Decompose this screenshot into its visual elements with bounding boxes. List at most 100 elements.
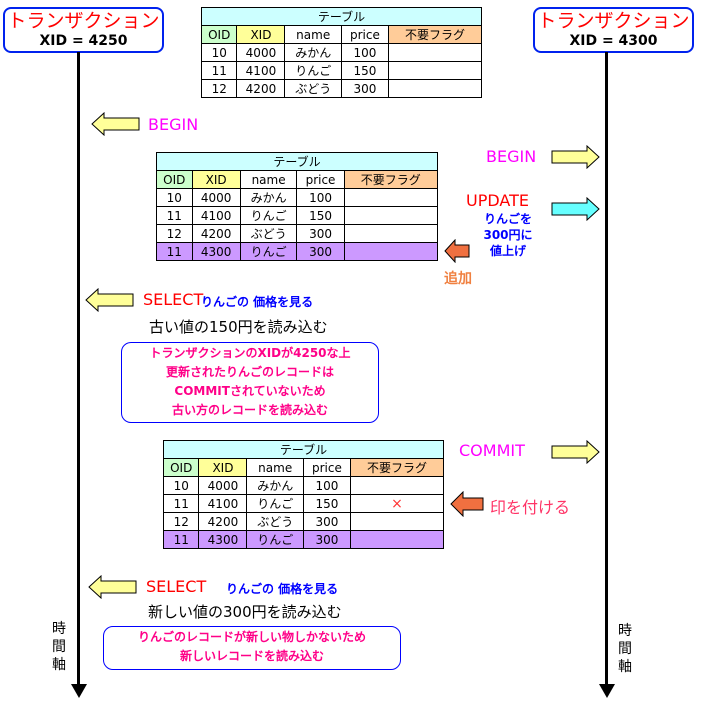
table-cell: りんご [284, 61, 342, 80]
table-cell [387, 43, 483, 62]
column-header: price [296, 170, 345, 189]
left-transaction-title: トランザクション [7, 10, 160, 32]
column-header: name [284, 25, 342, 44]
left-timeline-arrowhead-icon [71, 684, 87, 698]
column-header: 不要フラグ [343, 170, 439, 189]
select2-command: SELECT [146, 577, 207, 596]
column-header: price [340, 25, 389, 44]
table-cell: 300 [296, 242, 345, 261]
table-cell: 4000 [236, 43, 286, 62]
column-header: XID [236, 25, 286, 44]
table-title: テーブル [201, 7, 482, 26]
table-cell: 4200 [191, 224, 241, 243]
table-cell [349, 530, 445, 549]
begin-right-label: BEGIN [486, 147, 537, 166]
table-cell: ぶどう [284, 79, 342, 98]
update-note: りんごを 300円に値上げ [470, 211, 546, 259]
begin-left-label: BEGIN [148, 115, 199, 134]
axis-char: 軸 [618, 659, 632, 675]
column-header: price [302, 458, 351, 477]
right-timeline [605, 52, 608, 688]
table-cell: 4000 [191, 188, 241, 207]
table-cell: 4100 [191, 206, 241, 225]
table-cell: 11 [162, 494, 200, 513]
table-cell: 100 [296, 188, 345, 207]
table-cell [387, 61, 483, 80]
column-header: OID [162, 458, 200, 477]
axis-char: 軸 [52, 657, 66, 673]
left-transaction-xid: XID = 4250 [39, 33, 128, 49]
right-time-axis-label: 時間軸 [617, 622, 633, 676]
table-cell: ぶどう [239, 224, 298, 243]
table-cell: 100 [340, 43, 389, 62]
table-cell: 300 [340, 79, 389, 98]
table-cell: みかん [246, 476, 304, 495]
select1-command: SELECT [143, 290, 204, 309]
left-timeline [77, 52, 80, 688]
select2-description: りんごの 価格を見る [226, 582, 339, 596]
table-cell: 150 [340, 61, 389, 80]
table-cell: 4000 [198, 476, 248, 495]
axis-char: 間 [618, 641, 632, 657]
table-cell: 4100 [198, 494, 248, 513]
column-header: OID [156, 170, 193, 189]
table-cell: 11 [156, 242, 193, 261]
right-arrow-icon [551, 440, 600, 464]
note-line: COMMITされていないため [174, 384, 326, 398]
table-cell [349, 512, 445, 531]
note-line: 新しいレコードを読み込む [179, 649, 324, 663]
right-arrow-icon [551, 145, 600, 169]
note-line: 値上げ [489, 244, 526, 258]
left-arrow-icon [88, 575, 137, 599]
note-line: りんごを [483, 212, 532, 226]
table-cell: 150 [296, 206, 345, 225]
right-transaction-xid: XID = 4300 [569, 33, 658, 49]
column-header: XID [198, 458, 248, 477]
table-cell: みかん [284, 43, 342, 62]
table-cell: 300 [302, 530, 351, 549]
axis-char: 間 [52, 639, 66, 655]
mark-arrow-icon [450, 491, 484, 517]
table-cell: 4300 [191, 242, 241, 261]
table-cell: 11 [200, 61, 238, 80]
table-cell: りんご [239, 242, 298, 261]
note-line: トランザクションのXIDが4250な上 [149, 346, 351, 360]
select1-description: りんごの 価格を見る [201, 295, 314, 309]
right-transaction-box: トランザクション XID = 4300 [533, 7, 694, 53]
note-line: 300円に [483, 228, 533, 242]
table-cell [387, 79, 483, 98]
note-line: りんごのレコードが新しい物しかないため [137, 630, 366, 644]
commit-label: COMMIT [459, 441, 525, 460]
column-header: name [239, 170, 298, 189]
table-title: テーブル [163, 440, 444, 459]
select2-explanation: りんごのレコードが新しい物しかないため新しいレコードを読み込む [103, 626, 401, 670]
axis-char: 時 [52, 621, 66, 637]
table-cell [343, 188, 439, 207]
column-header: OID [200, 25, 238, 44]
left-arrow-icon [85, 288, 134, 312]
table-cell: みかん [239, 188, 298, 207]
table-cell: 12 [156, 224, 193, 243]
column-header: XID [191, 170, 241, 189]
table-cell: りんご [246, 494, 304, 513]
add-label: 追加 [444, 271, 472, 287]
table-cell: 4300 [198, 530, 248, 549]
column-header: 不要フラグ [387, 25, 483, 44]
table-cell [343, 242, 439, 261]
column-header: name [246, 458, 304, 477]
table-cell [349, 476, 445, 495]
table-cell: 12 [200, 79, 238, 98]
table-cell: 10 [200, 43, 238, 62]
table-cell: 12 [162, 512, 200, 531]
left-time-axis-label: 時間軸 [51, 620, 67, 674]
table-cell: 4100 [236, 61, 286, 80]
